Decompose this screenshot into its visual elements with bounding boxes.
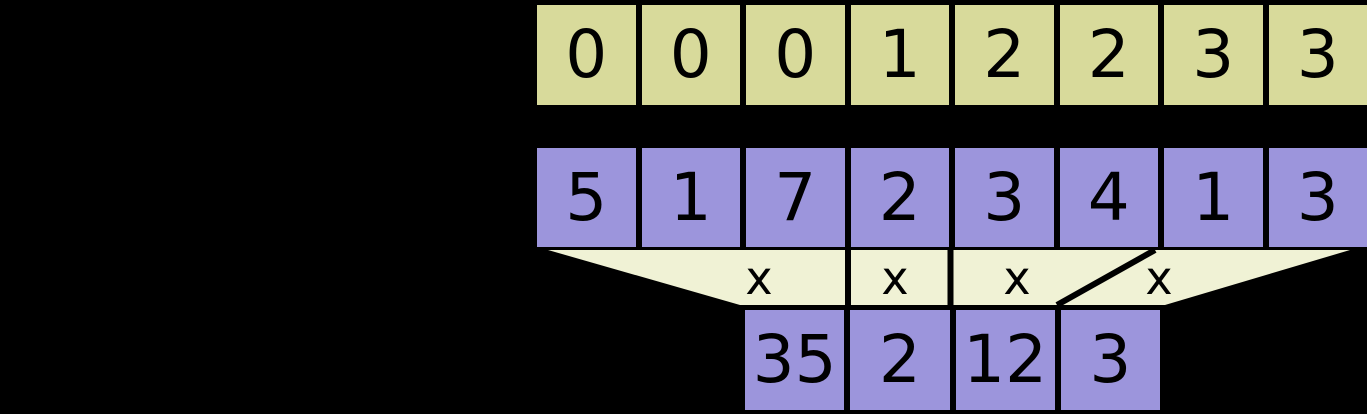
segment-id-cell: 0: [746, 5, 845, 105]
segment-id-cell: 3: [1268, 5, 1367, 105]
segment-id-cell: 2: [1059, 5, 1158, 105]
segment-id-cell: 3: [1164, 5, 1263, 105]
multiply-operator: x: [745, 251, 773, 305]
value-cell: 3: [1268, 148, 1367, 247]
segment-id-cell: 1: [850, 5, 949, 105]
multiply-operator: x: [881, 251, 909, 305]
result-cell: 3: [1060, 310, 1160, 410]
value-cell: 4: [1059, 148, 1158, 247]
value-cell: 3: [955, 148, 1054, 247]
value-cell: 7: [746, 148, 845, 247]
segment-id-cell: 2: [955, 5, 1054, 105]
value-cell: 2: [850, 148, 949, 247]
segment-ids-row: 0 0 0 1 2 2 3 3: [537, 5, 1367, 105]
result-cell: 35: [745, 310, 845, 410]
result-cell: 2: [850, 310, 950, 410]
values-row: 5 1 7 2 3 4 1 3: [537, 148, 1367, 247]
segment-id-cell: 0: [537, 5, 636, 105]
reduction-funnel: [548, 247, 1350, 308]
segment-separator-diagonal-line: [1055, 247, 1157, 308]
multiply-operator: x: [1003, 251, 1031, 305]
value-cell: 5: [537, 148, 636, 247]
segment-id-cell: 0: [641, 5, 740, 105]
results-row: 35 2 12 3: [745, 310, 1160, 410]
value-cell: 1: [1164, 148, 1263, 247]
result-cell: 12: [955, 310, 1055, 410]
value-cell: 1: [641, 148, 740, 247]
multiply-operator: x: [1145, 251, 1173, 305]
